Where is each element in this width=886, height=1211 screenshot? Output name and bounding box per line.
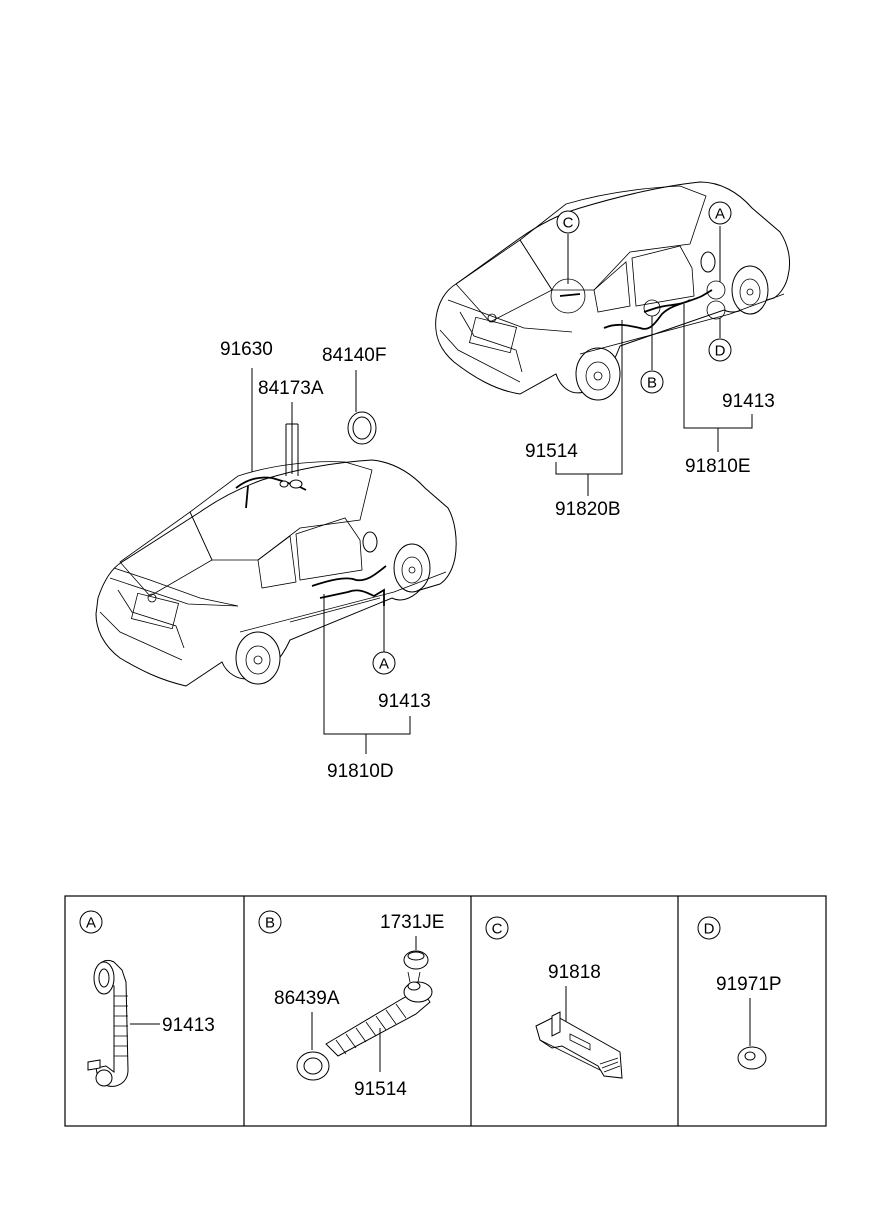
label-91413-right: 91413 — [722, 391, 775, 412]
label-91810E: 91810E — [685, 456, 751, 477]
callout-a-top: A — [708, 201, 732, 225]
svg-text:A: A — [715, 206, 725, 223]
label-86439A: 86439A — [274, 988, 340, 1009]
label-91413-detail: 91413 — [162, 1015, 215, 1036]
svg-text:D: D — [715, 343, 726, 360]
tube-91514-icon — [325, 971, 433, 1057]
svg-text:B: B — [265, 915, 275, 932]
label-91514-detail: 91514 — [354, 1079, 407, 1100]
label-91810D: 91810D — [327, 761, 394, 782]
tube-91413-icon — [87, 960, 129, 1087]
svg-text:A: A — [379, 656, 389, 673]
left-car-illustration — [95, 459, 457, 687]
label-91630: 91630 — [220, 339, 273, 360]
room-lamp-harness — [559, 293, 581, 297]
svg-text:C: C — [563, 215, 574, 232]
detail-panel-frame — [64, 895, 827, 1127]
right-car-illustration — [435, 181, 791, 401]
label-91820B: 91820B — [555, 499, 621, 520]
callout-d-top: D — [708, 338, 732, 362]
svg-text:A: A — [86, 915, 96, 932]
detail-panel-c: C 91818 — [485, 916, 623, 1079]
cap-1731JE-icon — [403, 950, 429, 970]
grommet-86439A-icon — [296, 1051, 330, 1081]
door-harness-left — [311, 565, 387, 606]
detail-panel-a: A 91413 — [79, 910, 215, 1087]
callout-a-left: A — [372, 651, 396, 675]
svg-text:C: C — [492, 921, 503, 938]
label-84173A: 84173A — [258, 378, 324, 399]
detail-panel-b: B 1731JE 86439A 91514 — [258, 910, 444, 1100]
callout-b-top: B — [640, 370, 664, 394]
grommet-84140F-icon — [347, 411, 377, 445]
callout-c-top: C — [556, 210, 580, 234]
plug-91971P-icon — [737, 1046, 767, 1070]
clip-91818-icon — [535, 1011, 623, 1079]
detail-panel-d: D 91971P — [697, 916, 782, 1070]
label-91514-top: 91514 — [525, 441, 578, 462]
label-84140F: 84140F — [322, 345, 386, 366]
label-91971P: 91971P — [716, 974, 782, 995]
door-harness-right — [603, 289, 713, 330]
label-91818: 91818 — [548, 962, 601, 983]
label-91413-left: 91413 — [378, 691, 431, 712]
svg-text:D: D — [704, 921, 715, 938]
svg-text:B: B — [647, 375, 657, 392]
label-1731JE: 1731JE — [380, 912, 444, 933]
